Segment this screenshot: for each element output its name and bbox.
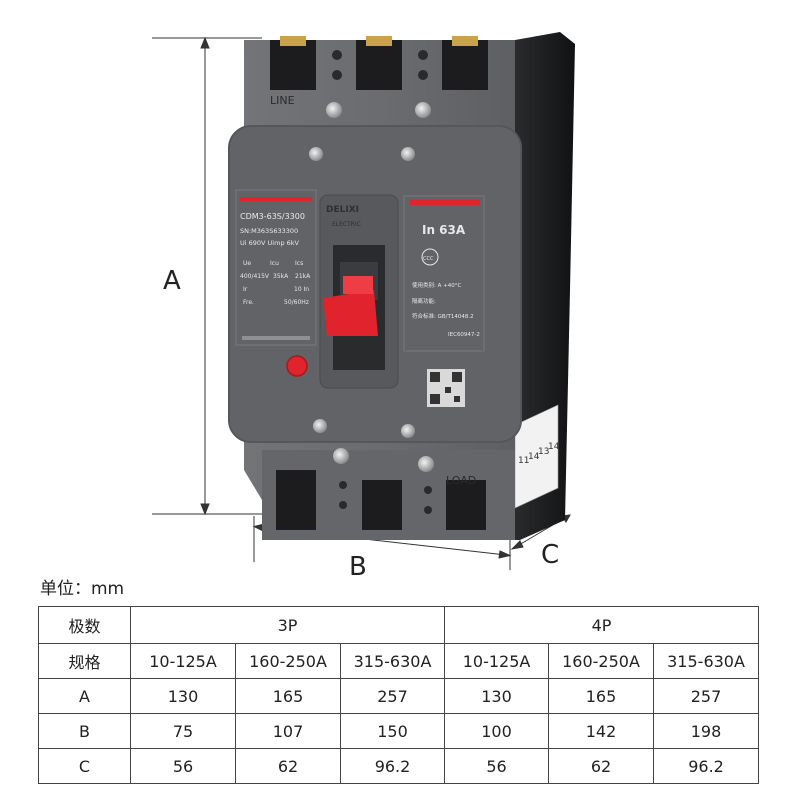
row-label: B: [38, 713, 131, 749]
breaker-drawing: 11 14 13 14 LINE: [152, 32, 575, 570]
bottom-terminals: [262, 448, 515, 540]
table-row: C 56 62 96.2 56 62 96.2: [38, 748, 760, 784]
dim-a-arrow-bottom: [200, 503, 210, 516]
dim-c-label: C: [541, 540, 560, 570]
dim-c-arrow-left: [510, 540, 524, 550]
screw-icon: [401, 424, 415, 438]
table-cell: 165: [548, 678, 655, 714]
freq-value: 50/60Hz: [284, 299, 309, 306]
info-line-0: 使用类别: A +40°C: [412, 281, 461, 289]
serial-text: SN:M363S633300: [240, 227, 298, 235]
rating-header-1: Icu: [270, 260, 279, 267]
handle-area: DELIXI ELECTRIC: [319, 194, 399, 389]
side-label-text-2: 13: [538, 447, 549, 457]
spec-cell: 160-250A: [235, 643, 341, 679]
spec-cell: 315-630A: [653, 643, 760, 679]
rating-header-2: Ics: [295, 260, 303, 267]
insulation-text: Ui 690V Uimp 6kV: [240, 239, 300, 247]
table-cell: 142: [548, 713, 655, 749]
table-cell: 130: [444, 678, 550, 714]
spec-cell: 10-125A: [444, 643, 550, 679]
table-cell: 107: [235, 713, 341, 749]
pole-3p: 3P: [129, 606, 446, 644]
screw-icon: [326, 102, 342, 118]
current-panel: In 63A CCC 使用类别: A +40°C 隔离功能: 符合标准: GB/…: [403, 195, 485, 407]
table-row: 规格 10-125A 160-250A 315-630A 10-125A 160…: [38, 643, 760, 679]
ir-value: 10 In: [294, 286, 309, 293]
table-cell: 130: [130, 678, 236, 714]
spec-cell: 10-125A: [130, 643, 236, 679]
dim-a-arrow-top: [200, 36, 210, 49]
side-label-text-3: 14: [548, 442, 560, 452]
rating-value-2: 21kA: [295, 273, 311, 280]
dimension-table: 极数 3P 4P 规格 10-125A 160-250A 315-630A 10…: [38, 606, 760, 784]
table-row: 极数 3P 4P: [38, 606, 760, 644]
freq-label: Fre.: [243, 299, 254, 306]
pole-4p: 4P: [444, 606, 760, 644]
side-label-text-1: 14: [528, 452, 540, 462]
table-cell: 62: [548, 748, 655, 784]
info-line-1: 隔离功能:: [412, 297, 436, 305]
spec-header: 规格: [38, 643, 131, 679]
rating-value-0: 400/415V: [240, 273, 270, 280]
screw-icon: [333, 448, 349, 464]
table-cell: 96.2: [653, 748, 760, 784]
operating-handle[interactable]: [323, 290, 378, 336]
test-button[interactable]: [286, 355, 308, 377]
screw-icon: [401, 147, 415, 161]
table-cell: 62: [235, 748, 341, 784]
spec-cell: 160-250A: [548, 643, 655, 679]
table-cell: 100: [444, 713, 550, 749]
row-label: A: [38, 678, 131, 714]
screw-icon: [313, 419, 327, 433]
current-rating: In 63A: [422, 223, 466, 237]
load-label: LOAD: [446, 474, 476, 487]
rating-header-0: Ue: [243, 260, 251, 267]
side-label-text-0: 11: [518, 456, 529, 466]
screw-icon: [309, 147, 323, 161]
ir-label: Ir: [243, 286, 248, 293]
dim-b-arrow-right: [498, 550, 512, 559]
top-terminals: [270, 36, 488, 90]
table-cell: 257: [339, 678, 446, 714]
info-line-2: 符合标准: GB/T14048.2: [412, 312, 474, 320]
dim-b-label: B: [349, 552, 367, 582]
breaker-side: [515, 32, 575, 540]
table-cell: 150: [339, 713, 446, 749]
screw-icon: [418, 456, 434, 472]
unit-label: 单位：mm: [40, 579, 125, 599]
model-text: CDM3-63S/3300: [240, 212, 305, 221]
spec-cell: 315-630A: [339, 643, 446, 679]
rating-value-1: 35kA: [273, 273, 289, 280]
table-cell: 56: [444, 748, 550, 784]
brand-sub-text: ELECTRIC: [332, 221, 361, 228]
table-cell: 75: [130, 713, 236, 749]
screw-icon: [415, 102, 431, 118]
brand-text: DELIXI: [326, 205, 359, 215]
table-row: B 75 107 150 100 142 198: [38, 713, 760, 749]
table-cell: 198: [653, 713, 760, 749]
dim-a-label: A: [163, 266, 181, 296]
line-label: LINE: [270, 94, 295, 107]
row-label: C: [38, 748, 131, 784]
table-cell: 165: [235, 678, 341, 714]
cert-mark: CCC: [423, 256, 434, 262]
table-cell: 96.2: [339, 748, 446, 784]
rating-panel: CDM3-63S/3300 SN:M363S633300 Ui 690V Uim…: [235, 189, 317, 346]
info-line-3: IEC60947-2: [448, 332, 480, 338]
table-cell: 56: [130, 748, 236, 784]
table-row: A 130 165 257 130 165 257: [38, 678, 760, 714]
table-cell: 257: [653, 678, 760, 714]
pole-header: 极数: [38, 606, 131, 644]
